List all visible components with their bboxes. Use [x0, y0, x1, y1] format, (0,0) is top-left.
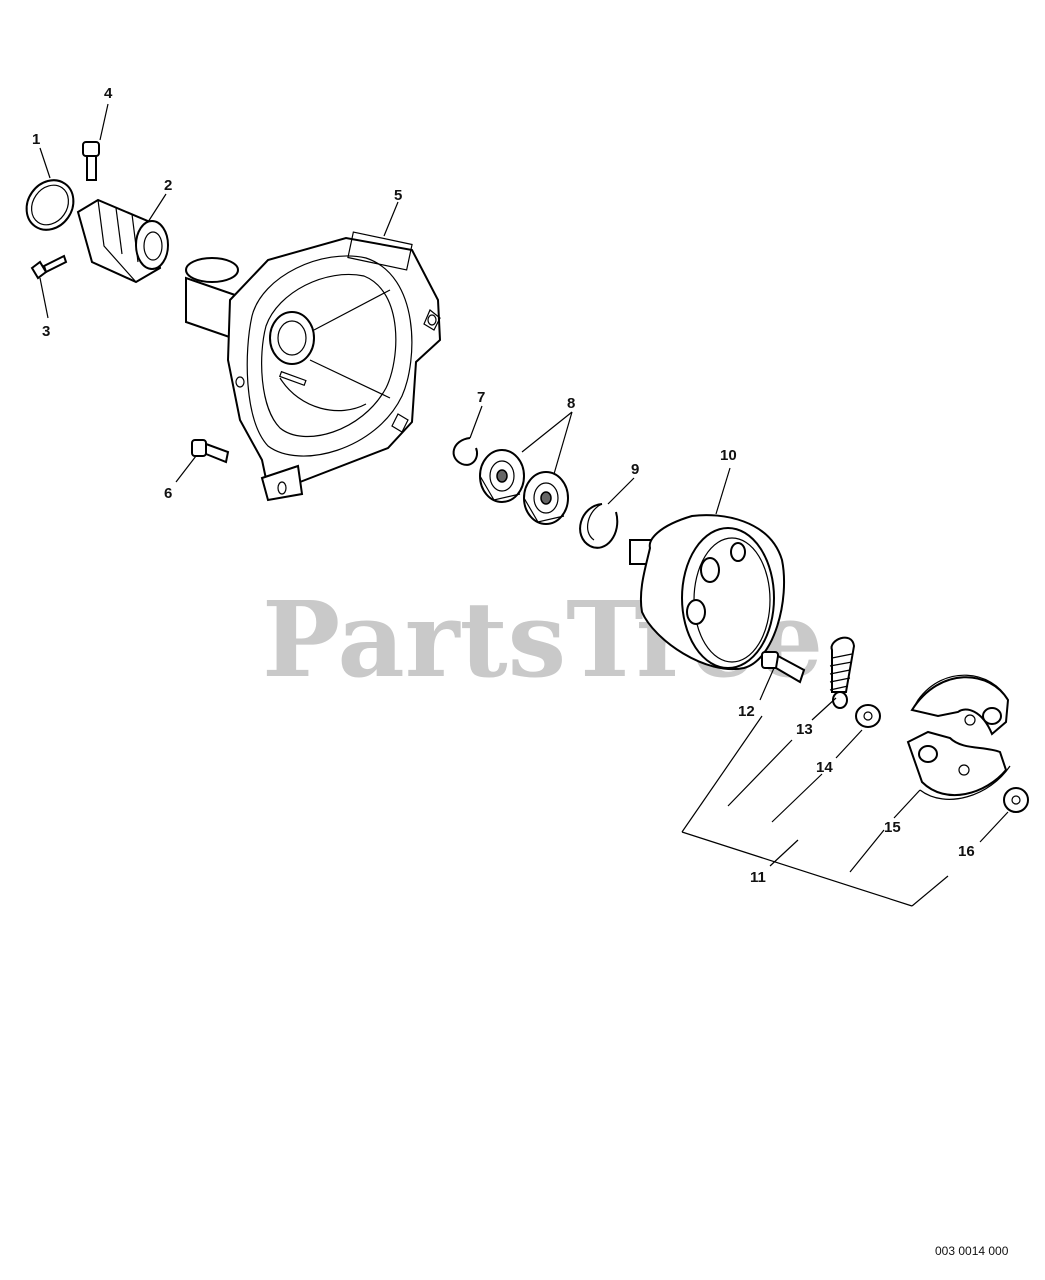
diagram-code: 003 0014 000 [935, 1244, 1009, 1258]
part-3-bolt[interactable] [30, 254, 68, 280]
leader-lines [39, 103, 1009, 907]
part-5-clutch-housing[interactable] [185, 231, 442, 502]
callout-4[interactable]: 4 [104, 85, 113, 102]
part-15-clutch-shoe-lower[interactable] [906, 730, 1011, 800]
callout-7[interactable]: 7 [477, 389, 485, 406]
part-8-bearing-b[interactable] [523, 471, 569, 525]
callout-13[interactable]: 13 [796, 721, 813, 738]
callout-labels: 1 2 3 4 5 6 7 8 9 10 11 12 13 14 15 16 [32, 85, 975, 886]
callout-2[interactable]: 2 [164, 177, 172, 194]
callout-5[interactable]: 5 [394, 187, 402, 204]
part-10-clutch-drum[interactable] [629, 514, 786, 671]
callout-12[interactable]: 12 [738, 703, 755, 720]
part-9-circlip[interactable] [579, 503, 619, 549]
part-6-bolt[interactable] [191, 439, 230, 464]
part-16-washer[interactable] [1003, 787, 1029, 813]
part-4-bolt[interactable] [82, 141, 100, 181]
callout-10[interactable]: 10 [720, 447, 737, 464]
part-2-coupling[interactable] [76, 198, 169, 284]
callout-16[interactable]: 16 [958, 843, 975, 860]
callout-15[interactable]: 15 [884, 819, 901, 836]
callout-11[interactable]: 11 [750, 869, 766, 886]
part-7-snap-ring[interactable] [452, 437, 478, 466]
part-1-o-ring[interactable] [17, 171, 83, 239]
part-14-washer[interactable] [855, 704, 881, 728]
part-12-bolt[interactable] [761, 651, 806, 684]
callout-1[interactable]: 1 [32, 131, 40, 148]
callout-8[interactable]: 8 [567, 395, 575, 412]
callout-3[interactable]: 3 [42, 323, 50, 340]
callout-14[interactable]: 14 [816, 759, 833, 776]
part-8-bearing-a[interactable] [479, 449, 525, 503]
callout-6[interactable]: 6 [164, 485, 172, 502]
callout-9[interactable]: 9 [631, 461, 639, 478]
part-13-spring[interactable] [829, 636, 856, 709]
part-15-clutch-shoe-upper[interactable] [910, 674, 1010, 736]
